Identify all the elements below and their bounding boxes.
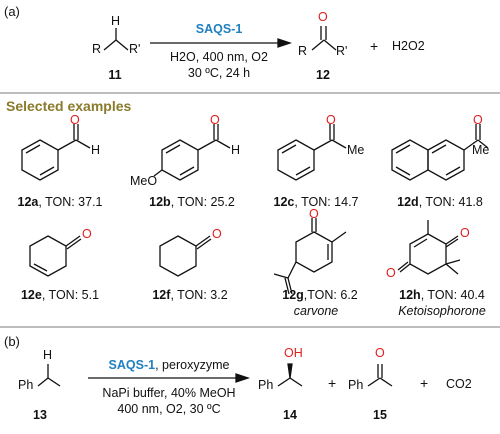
reactant-11-atom-r2: R' — [129, 42, 141, 56]
section-title: Selected examples — [6, 98, 132, 114]
structure-12a — [21, 124, 91, 181]
structure-12e — [29, 235, 82, 277]
product-12-atom-o: O — [318, 10, 328, 24]
panel-b-label: (b) — [4, 334, 20, 349]
atom-12d-o: O — [473, 113, 483, 127]
product-12-atom-r: R — [298, 44, 308, 58]
product-14-structure — [277, 363, 303, 387]
conditions-a-line1: H2O, 400 nm, O2 — [170, 50, 268, 64]
structure-12g — [273, 218, 347, 295]
catalyst-label-a: SAQS-1 — [195, 22, 243, 36]
compound-number-14: 14 — [283, 408, 297, 422]
atom-12b-meo: MeO — [130, 174, 158, 188]
caption-12a: 12a, TON: 37.1 — [17, 195, 103, 209]
divider-top — [0, 92, 500, 94]
atom-12e-o: O — [82, 227, 92, 241]
atom-12h-o2: O — [386, 266, 396, 280]
divider-bottom — [0, 326, 500, 328]
compound-number-15: 15 — [373, 408, 387, 422]
caption-12e: 12e, TON: 5.1 — [20, 288, 100, 302]
structure-12f — [159, 235, 212, 277]
structure-12d — [391, 124, 489, 181]
atom-12c-o: O — [326, 113, 336, 127]
reactant-11-atom-h: H — [111, 14, 121, 28]
caption-12f: 12f, TON: 3.2 — [152, 288, 228, 302]
structure-12b — [153, 124, 231, 181]
structure-12c — [277, 124, 347, 181]
caption-12d: 12d, TON: 41.8 — [397, 195, 483, 209]
caption-12b: 12b, TON: 25.2 — [149, 195, 235, 209]
reactant-13-atom-ph: Ph — [18, 378, 34, 392]
panel-a-label: (a) — [4, 4, 20, 19]
conditions-b-line2: 400 nm, O2, 30 ºC — [117, 402, 221, 416]
product-15-atom-ph: Ph — [348, 378, 364, 392]
product-12-structure — [311, 26, 337, 51]
atom-12a-h: H — [91, 143, 101, 157]
atom-12g-o: O — [309, 207, 319, 221]
reaction-arrow-a — [150, 38, 293, 48]
plus-sign-b2: + — [420, 375, 429, 391]
atom-12d-me: Me — [472, 143, 490, 157]
atom-12c-me: Me — [347, 143, 365, 157]
reactant-13-structure — [37, 364, 61, 387]
compound-number-12: 12 — [316, 68, 330, 82]
conditions-b-line1: NaPi buffer, 40% MeOH — [102, 386, 236, 400]
catalyst-label-b: SAQS-1, peroxyzyme — [108, 358, 230, 372]
atom-12b-o: O — [210, 113, 220, 127]
product-15-structure — [367, 364, 393, 387]
reactant-13-atom-h: H — [43, 348, 53, 362]
atom-12h-o1: O — [460, 226, 470, 240]
atom-12b-h: H — [231, 143, 241, 157]
reactant-11-structure — [103, 28, 129, 51]
caption-12c: 12c, TON: 14.7 — [273, 195, 359, 209]
reaction-arrow-b — [88, 373, 251, 383]
conditions-a-line2: 30 ºC, 24 h — [187, 66, 251, 80]
product-12-atom-r2: R' — [336, 44, 348, 58]
plus-sign-b1: + — [328, 375, 337, 391]
caption-12h: 12h, TON: 40.4 — [399, 288, 485, 302]
atom-12a-o: O — [70, 113, 80, 127]
reactant-11-atom-r: R — [92, 42, 102, 56]
plus-sign-a: + — [370, 38, 379, 54]
name-12h: Ketoisophorone — [398, 304, 486, 318]
byproduct-h2o2: H2O2 — [392, 39, 425, 53]
structure-12h — [397, 220, 461, 275]
compound-number-11: 11 — [108, 68, 122, 82]
product-14-atom-ph: Ph — [258, 378, 274, 392]
product-15-atom-o: O — [375, 346, 385, 360]
byproduct-co2: CO2 — [446, 377, 472, 391]
caption-12g: 12g,TON: 6.2 — [282, 288, 358, 302]
atom-12f-o: O — [212, 227, 222, 241]
product-14-atom-oh: OH — [284, 346, 303, 360]
compound-number-13: 13 — [33, 408, 47, 422]
name-12g: carvone — [293, 304, 339, 318]
